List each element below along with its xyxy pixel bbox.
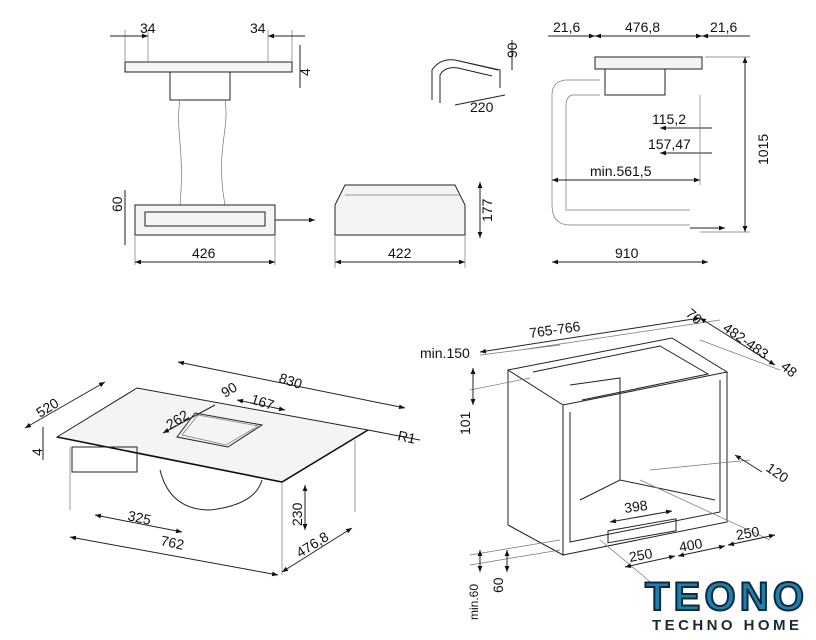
dim-21-6-right: 21,6 [710, 19, 737, 35]
dim-520: 520 [33, 394, 61, 420]
dim-398: 398 [623, 497, 649, 516]
dim-482-483: 482-483 [720, 319, 771, 362]
hob-iso-view: 520 830 90 167 262 R1 4 325 230 762 476,… [24, 360, 421, 577]
dim-167: 167 [249, 391, 276, 414]
teono-logo: TEONO TECHNO HOME [644, 574, 805, 634]
dim-910: 910 [615, 245, 639, 261]
dim-250-left: 250 [628, 545, 654, 565]
dim-90: 90 [504, 42, 520, 58]
dim-4: 4 [297, 68, 313, 76]
dim-1015: 1015 [755, 134, 771, 165]
dim-4: 4 [29, 448, 45, 456]
dim-422: 422 [388, 245, 412, 261]
cabinet-view: min.150 765-766 70 482-483 48 101 120 39… [420, 305, 800, 620]
dim-min-60: min.60 [467, 584, 481, 620]
dim-21-6-left: 21,6 [553, 19, 580, 35]
dim-115-2: 115,2 [652, 111, 686, 127]
dim-476-8: 476,8 [293, 528, 331, 560]
dim-400: 400 [678, 535, 704, 555]
dim-177: 177 [479, 198, 495, 222]
top-left-view: 34 34 4 60 426 [109, 20, 315, 265]
top-middle-view: 90 220 177 422 [334, 40, 520, 268]
dim-830: 830 [277, 370, 304, 393]
dim-157-47: 157,47 [648, 136, 691, 152]
dim-34-right: 34 [250, 20, 266, 36]
dim-230: 230 [289, 502, 305, 526]
dim-90: 90 [218, 379, 240, 401]
dim-60: 60 [109, 196, 125, 212]
dim-765-766: 765-766 [528, 318, 581, 341]
dim-220: 220 [470, 99, 494, 115]
dim-762: 762 [159, 532, 185, 553]
dim-426: 426 [192, 245, 216, 261]
dim-476-8: 476,8 [625, 19, 660, 35]
dim-34-left: 34 [140, 20, 156, 36]
dim-min-150: min.150 [420, 345, 470, 361]
dim-60: 60 [490, 577, 506, 593]
dim-120: 120 [763, 459, 791, 486]
logo-name: TEONO [645, 575, 805, 619]
dim-48: 48 [778, 358, 800, 380]
dim-250-right: 250 [735, 523, 761, 543]
dim-min-561-5: min.561,5 [590, 163, 652, 179]
top-right-view: 21,6 476,8 21,6 1015 115,2 157,47 min.56… [548, 19, 771, 265]
dim-325: 325 [126, 507, 152, 528]
logo-tagline: TECHNO HOME [652, 617, 802, 634]
dim-r1: R1 [396, 427, 417, 446]
dim-70: 70 [683, 305, 705, 327]
dim-101: 101 [457, 411, 473, 435]
